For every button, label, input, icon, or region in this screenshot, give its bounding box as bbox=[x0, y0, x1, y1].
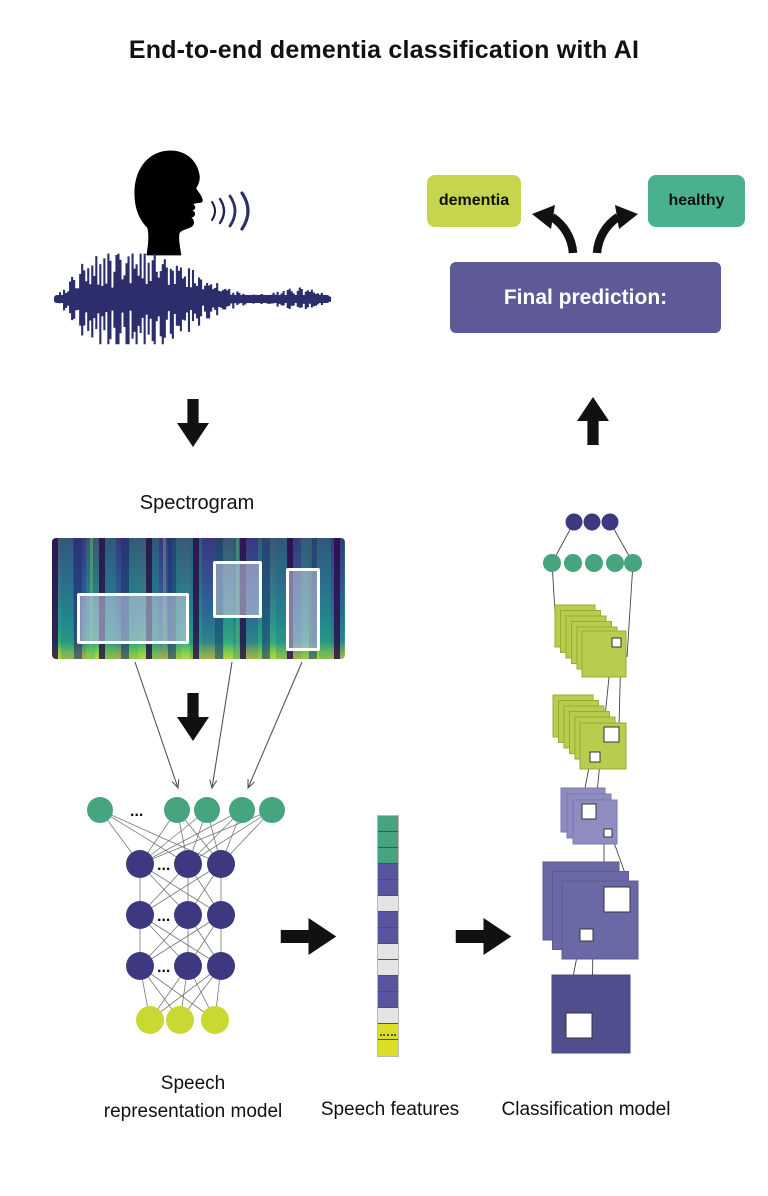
class-label-healthy: healthy bbox=[668, 192, 725, 209]
speaker-head-icon bbox=[134, 150, 203, 256]
feature-cell-gray bbox=[378, 944, 398, 960]
input-layer bbox=[87, 797, 285, 823]
feature-cell-purple bbox=[378, 992, 398, 1008]
feature-cell-teal bbox=[378, 832, 398, 848]
conv-stack-yellow-2 bbox=[552, 694, 627, 770]
spectrogram-roi bbox=[77, 593, 189, 644]
label-speech-features: Speech features bbox=[320, 1099, 460, 1120]
feature-cell-gray bbox=[378, 896, 398, 912]
arrow-right-icon bbox=[455, 918, 512, 955]
class-label-dementia: dementia bbox=[438, 192, 510, 209]
conv-stack-purple bbox=[542, 861, 639, 960]
spectrogram-image bbox=[52, 538, 345, 659]
final-prediction-label: Final prediction: bbox=[503, 285, 668, 309]
arrow-down-icon bbox=[177, 399, 209, 447]
arrow-right-icon bbox=[280, 918, 337, 955]
hidden-layer-2 bbox=[126, 901, 235, 929]
hidden-layer-1 bbox=[126, 850, 235, 878]
feature-cell-teal bbox=[378, 816, 398, 832]
sound-waves-icon bbox=[211, 191, 250, 231]
label-classification-model: Classification model bbox=[501, 1099, 671, 1120]
patch-connector-arrows bbox=[134, 661, 303, 790]
class-box-healthy: healthy bbox=[648, 175, 745, 227]
feature-cell-teal bbox=[378, 848, 398, 864]
spectrogram-roi bbox=[286, 568, 320, 651]
feature-cell-gray bbox=[378, 960, 398, 976]
ellipsis: ... bbox=[130, 803, 143, 820]
hidden-layer-3 bbox=[126, 952, 235, 980]
ellipsis: ... bbox=[157, 908, 170, 925]
classification-network bbox=[542, 513, 642, 1054]
feature-cell-yellow bbox=[378, 1040, 398, 1056]
feature-cell-purple bbox=[378, 864, 398, 880]
arrow-up-icon bbox=[577, 397, 609, 445]
spectrogram-label: Spectrogram bbox=[139, 492, 255, 514]
conv-stack-yellow-1 bbox=[554, 604, 627, 678]
feature-cell-purple bbox=[378, 880, 398, 896]
feature-cell-purple bbox=[378, 928, 398, 944]
speech-representation-network: ... ... ... ... bbox=[87, 797, 285, 1034]
conv-stack-lavender bbox=[560, 787, 618, 845]
ellipsis: ... bbox=[157, 959, 170, 976]
branch-arrows-icon bbox=[532, 205, 638, 254]
feature-cell-purple bbox=[378, 912, 398, 928]
input-feature-map bbox=[551, 974, 631, 1054]
feature-cell-purple bbox=[378, 976, 398, 992]
class-box-dementia: dementia bbox=[427, 175, 521, 227]
speech-features-vector bbox=[377, 815, 399, 1057]
label-speech-representation-model: Speech representation model bbox=[103, 1073, 283, 1122]
audio-waveform bbox=[54, 253, 332, 345]
final-prediction-box: Final prediction: bbox=[450, 262, 721, 333]
arrow-down-icon bbox=[177, 693, 209, 741]
feature-cell-gray bbox=[378, 1008, 398, 1024]
feature-cell-yellow-dotted bbox=[378, 1024, 398, 1040]
spectrogram-roi bbox=[213, 561, 262, 618]
figure-title: End-to-end dementia classification with … bbox=[128, 36, 640, 64]
ellipsis: ... bbox=[157, 857, 170, 874]
output-layer bbox=[136, 1006, 229, 1034]
